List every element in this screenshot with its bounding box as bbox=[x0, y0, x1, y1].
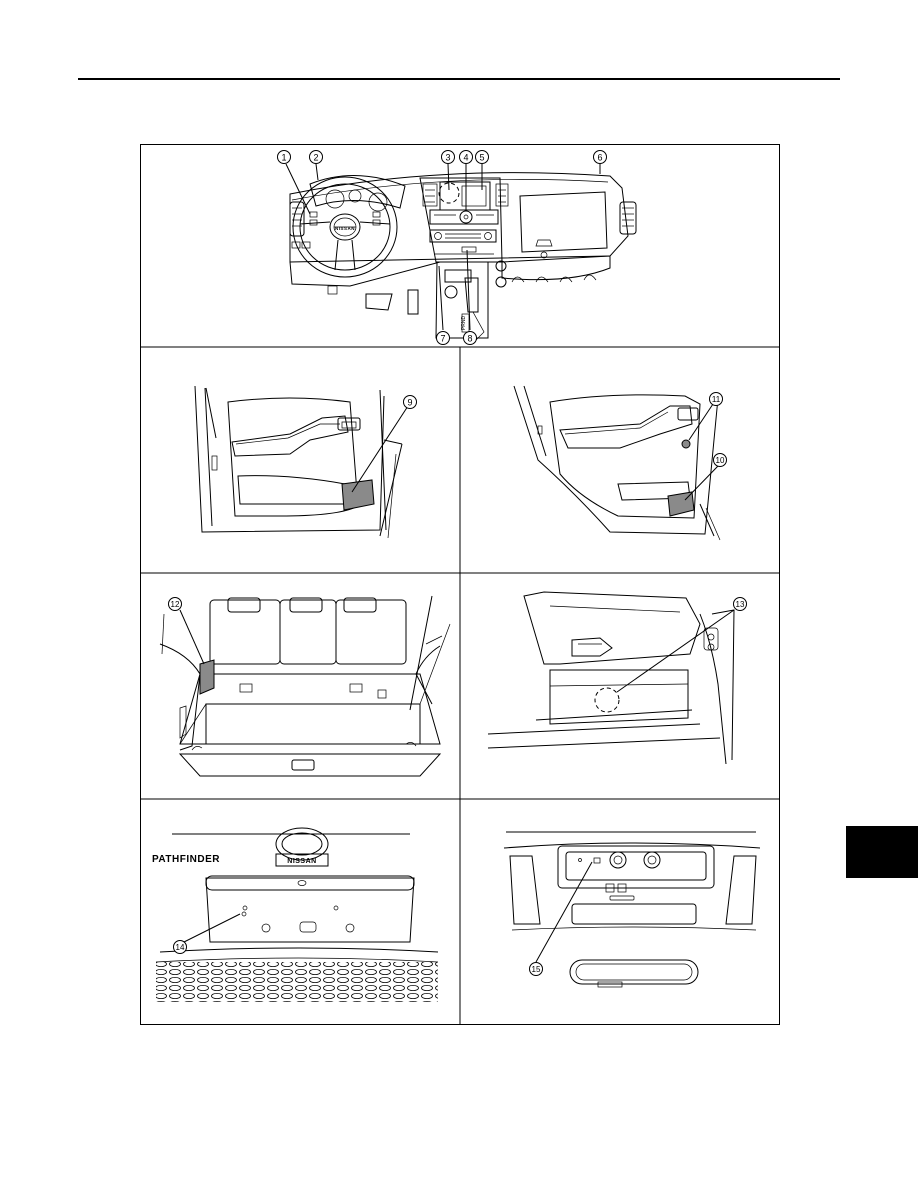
svg-text:PRND: PRND bbox=[461, 316, 467, 331]
svg-text:13: 13 bbox=[736, 600, 745, 609]
svg-text:11: 11 bbox=[712, 395, 721, 404]
svg-text:4: 4 bbox=[463, 153, 468, 163]
seat-side-illustration bbox=[487, 591, 735, 765]
instrument-panel-illustration: PRND bbox=[289, 172, 637, 341]
leader-line bbox=[183, 913, 241, 943]
callout-9: 9 bbox=[403, 395, 417, 409]
section-tab bbox=[846, 826, 918, 878]
svg-text:10: 10 bbox=[716, 456, 725, 465]
leader-line bbox=[688, 403, 714, 441]
callout-10: 10 bbox=[713, 453, 727, 467]
header-rule bbox=[78, 78, 840, 80]
rear-door-illustration bbox=[513, 385, 721, 541]
leader-line bbox=[616, 609, 735, 693]
callout-15: 15 bbox=[529, 962, 543, 976]
callouts: 1 2 3 4 5 6 7 8 9 10 11 12 13 14 15 bbox=[168, 150, 747, 976]
component-location-figure: PRND bbox=[140, 144, 780, 1025]
cargo-area-illustration bbox=[159, 595, 451, 777]
leader-line bbox=[535, 861, 593, 963]
callout-6: 6 bbox=[593, 150, 607, 164]
leader-line bbox=[351, 405, 409, 493]
svg-text:2: 2 bbox=[313, 153, 318, 163]
leader-line bbox=[179, 609, 205, 665]
callout-2: 2 bbox=[309, 150, 323, 164]
front-door-illustration bbox=[194, 385, 403, 539]
callout-14: 14 bbox=[173, 940, 187, 954]
callout-12: 12 bbox=[168, 597, 182, 611]
badge-labels: PATHFINDER NISSAN NISSAN bbox=[152, 226, 355, 865]
svg-text:14: 14 bbox=[176, 943, 185, 952]
svg-text:8: 8 bbox=[467, 334, 472, 344]
svg-text:12: 12 bbox=[171, 600, 180, 609]
steering-emblem: NISSAN bbox=[335, 226, 355, 231]
callout-13: 13 bbox=[733, 597, 747, 611]
callout-3: 3 bbox=[441, 150, 455, 164]
svg-text:9: 9 bbox=[407, 398, 412, 408]
callout-8: 8 bbox=[463, 331, 477, 345]
leader-line bbox=[684, 465, 719, 501]
svg-text:7: 7 bbox=[440, 334, 445, 344]
callout-5: 5 bbox=[475, 150, 489, 164]
svg-text:5: 5 bbox=[479, 153, 484, 163]
rear-license-illustration bbox=[155, 827, 439, 1002]
callout-11: 11 bbox=[709, 392, 723, 406]
nissan-emblem: NISSAN bbox=[287, 858, 316, 865]
svg-text:15: 15 bbox=[532, 965, 541, 974]
overhead-console-illustration bbox=[503, 831, 761, 988]
pathfinder-badge: PATHFINDER bbox=[152, 854, 220, 865]
callout-1: 1 bbox=[277, 150, 291, 164]
panel1-leader-lines bbox=[285, 163, 601, 331]
svg-text:6: 6 bbox=[597, 153, 602, 163]
callout-7: 7 bbox=[436, 331, 450, 345]
callout-4: 4 bbox=[459, 150, 473, 164]
svg-text:3: 3 bbox=[445, 153, 450, 163]
svg-text:1: 1 bbox=[281, 153, 286, 163]
